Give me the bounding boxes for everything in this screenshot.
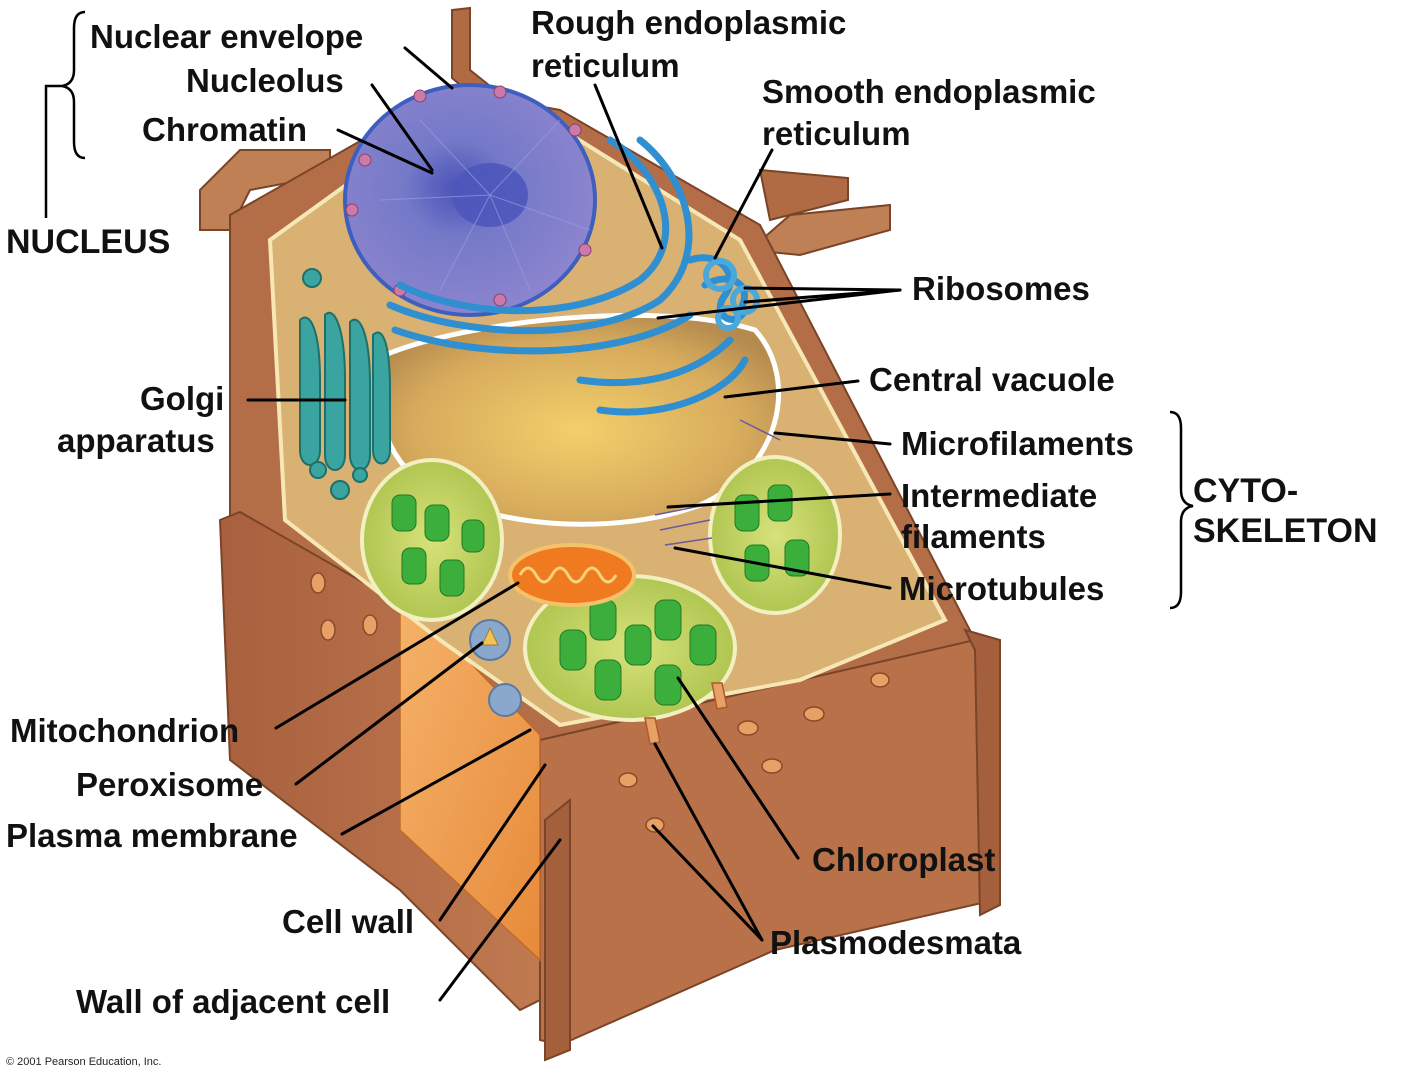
labels: Nuclear envelope Nucleolus Chromatin NUC… xyxy=(6,4,1378,1020)
copyright-notice: © 2001 Pearson Education, Inc. xyxy=(6,1056,162,1068)
label-chloroplast: Chloroplast xyxy=(812,841,995,878)
label-smooth-er-line1: Smooth endoplasmic xyxy=(762,73,1096,110)
label-nucleolus: Nucleolus xyxy=(186,62,344,99)
label-golgi-line1: Golgi xyxy=(140,380,224,417)
label-intermediate-line1: Intermediate xyxy=(901,477,1097,514)
endoplasmic-reticulum xyxy=(386,136,749,416)
label-rough-er-line1: Rough endoplasmic xyxy=(531,4,846,41)
plasmodesmata-tubes xyxy=(644,682,728,745)
label-central-vacuole: Central vacuole xyxy=(869,361,1115,398)
chloroplast-left xyxy=(360,458,504,622)
nucleus-brace xyxy=(61,10,86,160)
label-plasmodesmata: Plasmodesmata xyxy=(770,924,1022,961)
nucleus xyxy=(343,83,597,317)
nucleus-brace-connector xyxy=(44,84,62,218)
chloroplast-right xyxy=(708,455,842,615)
leader-lines xyxy=(246,46,902,1002)
label-microfilaments: Microfilaments xyxy=(901,425,1134,462)
label-cytoskeleton-line2: SKELETON xyxy=(1193,512,1378,550)
label-peroxisome: Peroxisome xyxy=(76,766,263,803)
label-golgi-line2: apparatus xyxy=(57,422,215,459)
label-mitochondrion: Mitochondrion xyxy=(10,712,239,749)
label-cytoskeleton-line1: CYTO- xyxy=(1193,472,1298,510)
plasmodesmata-holes xyxy=(310,572,890,833)
cytoskeleton-brace xyxy=(1169,410,1194,610)
mitochondrion xyxy=(508,543,636,607)
label-chromatin: Chromatin xyxy=(142,111,307,148)
label-nuclear-envelope: Nuclear envelope xyxy=(90,18,363,55)
label-rough-er-line2: reticulum xyxy=(531,47,680,84)
label-ribosomes: Ribosomes xyxy=(912,270,1090,307)
label-microtubules: Microtubules xyxy=(899,570,1104,607)
label-wall-adjacent-cell: Wall of adjacent cell xyxy=(76,983,390,1020)
golgi-apparatus xyxy=(299,268,391,500)
label-smooth-er-line2: reticulum xyxy=(762,115,911,152)
label-nucleus: NUCLEUS xyxy=(6,223,170,261)
label-intermediate-line2: filaments xyxy=(901,518,1046,555)
peroxisome xyxy=(469,619,522,717)
label-cell-wall: Cell wall xyxy=(282,903,414,940)
label-plasma-membrane: Plasma membrane xyxy=(6,817,298,854)
